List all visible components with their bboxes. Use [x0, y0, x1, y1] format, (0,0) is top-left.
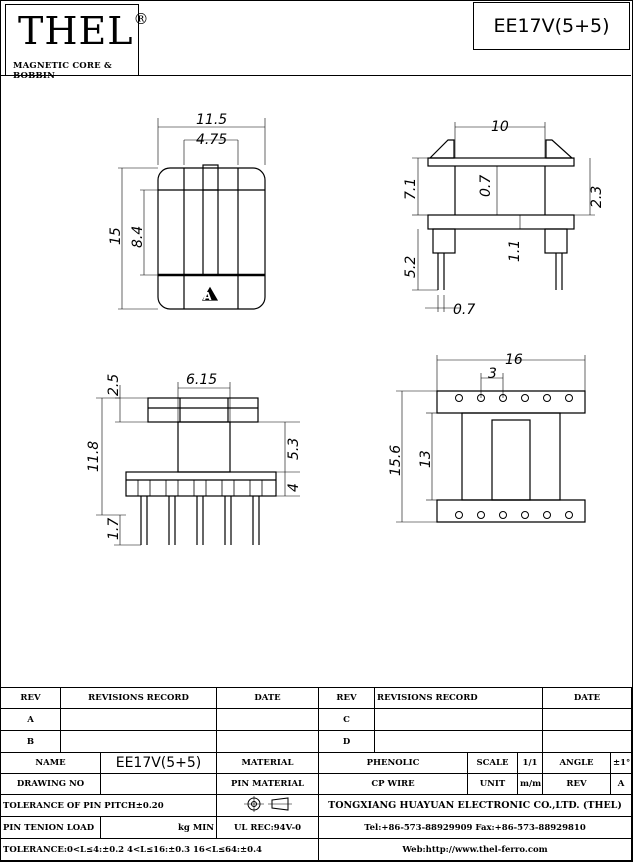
rev-c: C	[318, 708, 375, 731]
end-top-flange	[147, 397, 259, 423]
ul-rec: UL REC:94V-0	[216, 816, 319, 839]
dim-side-base: 1.1	[507, 240, 523, 262]
rev-d: D	[318, 730, 375, 753]
material-value: PHENOLIC	[318, 752, 468, 774]
drawing-no-label: DRAWING NO	[0, 773, 101, 795]
dim-end-mid-height: 5.3	[286, 438, 302, 460]
dim-end-top-height: 2.5	[106, 374, 122, 396]
pitch-tolerance: TOLERANCE OF PIN PITCH±0.20	[0, 794, 217, 817]
rev-value: A	[610, 773, 632, 795]
title-block: REV REVISIONS RECORD DATE REV REVISIONS …	[0, 687, 632, 861]
rev-a-date	[216, 708, 319, 731]
rev-b: B	[0, 730, 61, 753]
title-box: EE17V(5+5)	[473, 2, 630, 50]
rev-d-record	[374, 730, 543, 753]
dim-end-core-width: 6.15	[186, 372, 217, 388]
pin-tension-unit: kg MIN	[100, 816, 217, 839]
company-logo: THEL®	[18, 9, 149, 53]
dim-side-flange-height: 7.1	[403, 178, 419, 200]
dim-front-center: 4.75	[196, 132, 227, 148]
rev-d-date	[542, 730, 632, 753]
tolerance-note: TOLERANCE:0<L≤4:±0.2 4<L≤16:±0.3 16<L≤64…	[0, 838, 319, 861]
projection-symbol	[216, 794, 319, 817]
material-label: MATERIAL	[216, 752, 319, 774]
projection-icon	[243, 796, 292, 812]
rev-c-record	[374, 708, 543, 731]
side-top-left-flange	[428, 139, 455, 159]
name-value: EE17V(5+5)	[100, 752, 217, 774]
bottom-view	[396, 355, 586, 523]
pin-tension-label: PIN TENION LOAD	[0, 816, 101, 839]
dim-front-width: 11.5	[196, 112, 227, 128]
logo-text: THEL	[18, 9, 134, 53]
technical-drawing: 11.5 4.75 15 8.4 A 10 7.1 0.7 2.3 1.1 5.…	[86, 112, 605, 546]
dim-side-width: 10	[491, 119, 509, 135]
rev-header: REV	[0, 687, 61, 709]
company-tagline: MAGNETIC CORE & BOBBIN	[13, 61, 112, 81]
dim-side-pin-offset: 0.7	[453, 302, 475, 318]
marker-label: A	[203, 290, 212, 303]
company-web: Web:http://www.thel-ferro.com	[318, 838, 632, 861]
pin-material-label: PIN MATERIAL	[216, 773, 319, 795]
unit-value: m/m	[517, 773, 543, 795]
dim-side-right-offset: 2.3	[589, 186, 605, 208]
revisions-header-2: REVISIONS RECORD	[374, 687, 543, 709]
rev-a: A	[0, 708, 61, 731]
dim-end-pin-length: 1.7	[106, 518, 122, 540]
revisions-header: REVISIONS RECORD	[60, 687, 217, 709]
bottom-top-flange	[436, 390, 586, 414]
rev-header-2: REV	[318, 687, 375, 709]
dim-front-inner-height: 8.4	[130, 226, 146, 248]
angle-label: ANGLE	[542, 752, 611, 774]
drawing-no-value	[100, 773, 217, 795]
side-view	[412, 122, 595, 312]
rev-a-record	[60, 708, 217, 731]
end-view-pins	[140, 496, 260, 545]
date-header-2: DATE	[542, 687, 632, 709]
dim-side-pin-length: 5.2	[403, 256, 419, 278]
scale-value: 1/1	[517, 752, 543, 774]
rev-b-date	[216, 730, 319, 753]
dim-bottom-inner-height: 13	[418, 450, 434, 468]
company-name: TONGXIANG HUAYUAN ELECTRONIC CO.,LTD. (T…	[318, 794, 632, 817]
dim-end-base-height: 4	[286, 483, 302, 492]
scale-label: SCALE	[467, 752, 518, 774]
company-contact: Tel:+86-573-88929909 Fax:+86-573-8892981…	[318, 816, 632, 839]
dim-bottom-width: 16	[505, 352, 523, 368]
dim-bottom-total-height: 15.6	[388, 445, 404, 476]
dim-end-total-height: 11.8	[86, 441, 102, 472]
date-header: DATE	[216, 687, 319, 709]
dim-bottom-pitch: 3	[488, 366, 497, 382]
rev-b-record	[60, 730, 217, 753]
angle-value: ±1°	[610, 752, 632, 774]
rev-label: REV	[542, 773, 611, 795]
dim-front-height: 15	[108, 227, 124, 245]
part-number-title: EE17V(5+5)	[493, 15, 610, 37]
dim-side-gap: 0.7	[478, 175, 494, 197]
front-outline	[157, 167, 266, 310]
registered-mark: ®	[133, 10, 150, 29]
front-view	[118, 118, 266, 310]
end-view	[96, 382, 300, 546]
unit-label: UNIT	[467, 773, 518, 795]
marker-triangle	[201, 286, 219, 301]
name-label: NAME	[0, 752, 101, 774]
header-divider	[0, 75, 631, 76]
rev-c-date	[542, 708, 632, 731]
pin-material-value: CP WIRE	[318, 773, 468, 795]
